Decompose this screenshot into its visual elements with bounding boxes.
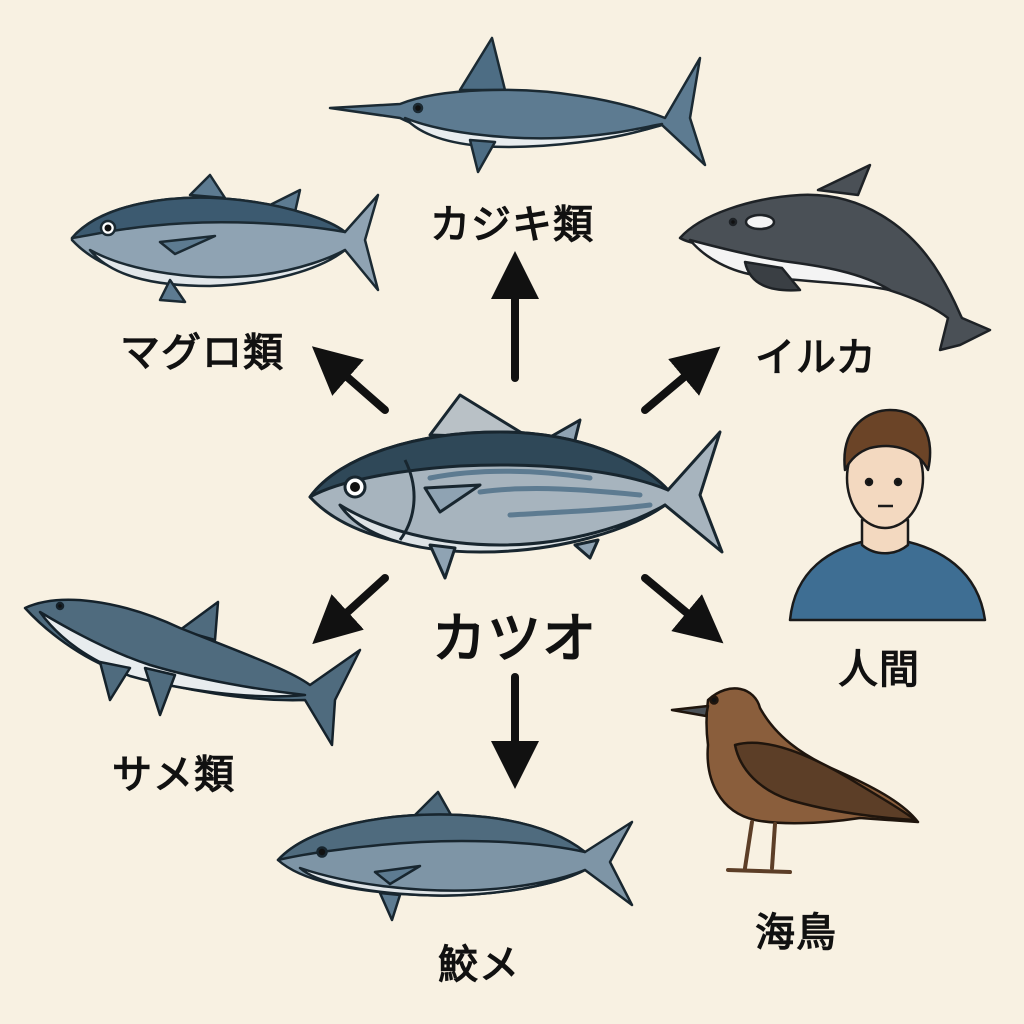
seabird-icon — [670, 687, 920, 874]
shark-icon — [23, 598, 362, 747]
label-fish: 鮫メ — [438, 942, 520, 988]
label-skipjack-center: カツオ — [432, 607, 597, 670]
label-marlin: カジキ類 — [430, 202, 594, 248]
arrow-up-left-icon — [311, 346, 389, 414]
arrow-up-right-icon — [641, 346, 721, 414]
label-seabird: 海鳥 — [755, 910, 837, 956]
label-human: 人間 — [838, 647, 920, 693]
dolphin-icon — [678, 163, 992, 352]
fish-icon — [276, 790, 634, 922]
tuna-icon — [70, 173, 380, 304]
human-icon — [788, 408, 987, 622]
label-shark: サメ類 — [112, 752, 235, 798]
skipjack-tuna-icon — [308, 393, 724, 580]
arrow-down-right-icon — [641, 574, 724, 644]
marlin-icon — [328, 36, 707, 174]
label-tuna: マグロ類 — [120, 330, 284, 376]
arrow-down-left-icon — [312, 574, 389, 645]
label-dolphin: イルカ — [755, 335, 877, 381]
arrows — [311, 251, 724, 789]
